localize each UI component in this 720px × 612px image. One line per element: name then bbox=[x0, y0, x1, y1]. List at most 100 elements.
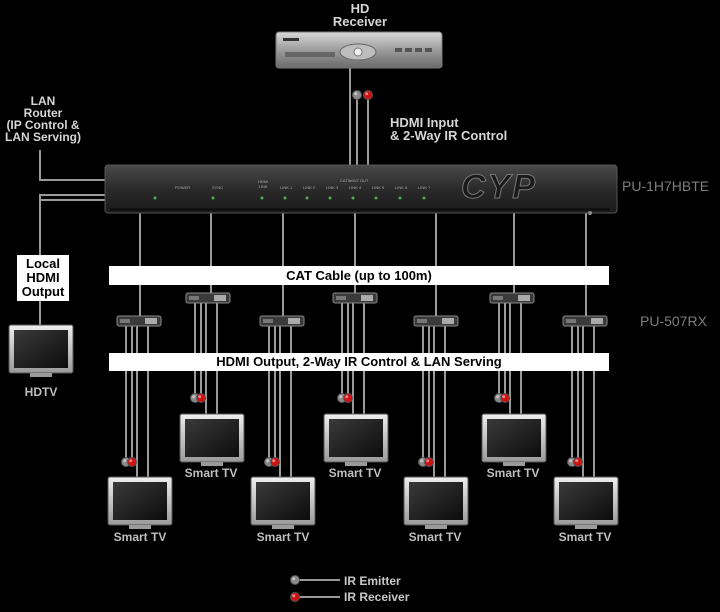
cat-cable-banner: CAT Cable (up to 100m) bbox=[109, 266, 609, 285]
transmitter-device bbox=[104, 164, 618, 214]
smart-tv-stand bbox=[345, 462, 367, 466]
hd-receiver-label-line1: HD bbox=[350, 1, 370, 16]
legend-ir-emitter-dot-highlight bbox=[292, 577, 296, 581]
smart-tv-screen bbox=[409, 482, 463, 520]
ir-receiver-dot bbox=[500, 393, 510, 403]
ir-receiver-dot-highlight bbox=[426, 459, 430, 463]
status-led bbox=[422, 196, 426, 200]
link-label-7: LINK 7 bbox=[418, 185, 431, 190]
cat-out-header: CAT5e/6/7 OUT bbox=[340, 178, 369, 183]
ir-receiver-dot-highlight bbox=[272, 459, 276, 463]
transmitter-base bbox=[110, 208, 610, 211]
hdmi-output-banner: HDMI Output, 2-Way IR Control & LAN Serv… bbox=[109, 353, 609, 371]
hd-receiver-label-line2: Receiver bbox=[332, 14, 388, 29]
hd-receiver-label: HD Receiver bbox=[330, 2, 390, 28]
ir-emitter-dot-highlight bbox=[496, 395, 500, 399]
smart-tv-screen bbox=[185, 419, 239, 457]
ir-emitter-dot-highlight bbox=[339, 395, 343, 399]
ir-receiver-dot-highlight bbox=[198, 395, 202, 399]
receiver-port bbox=[566, 319, 576, 323]
lan-cable bbox=[39, 150, 105, 181]
link-label-6: LINK 6 bbox=[395, 185, 408, 190]
smart-tv-stand bbox=[272, 525, 294, 529]
hd-receiver-button bbox=[405, 48, 412, 52]
ir-receiver-dot-highlight bbox=[129, 459, 133, 463]
ir-emitter-dot-highlight bbox=[192, 395, 196, 399]
ir-emitter-dot-highlight bbox=[123, 459, 127, 463]
ir-emitter-dot-highlight bbox=[569, 459, 573, 463]
hdmi-link-label-line2: LINK bbox=[258, 184, 268, 189]
receiver-port bbox=[336, 296, 346, 300]
hdmi-link-label: HDMI LINK bbox=[258, 179, 268, 189]
ir-emitter-dot-highlight bbox=[354, 92, 358, 96]
hdmi-link-label-line1: HDMI bbox=[258, 179, 269, 184]
ir-receiver-dot bbox=[363, 90, 373, 100]
legend-ir-receiver-dot-highlight bbox=[292, 594, 296, 598]
smart-tv-label: Smart TV bbox=[558, 530, 612, 544]
smart-tv-label: Smart TV bbox=[486, 466, 540, 480]
smart-tv-screen bbox=[256, 482, 310, 520]
local-output-line1: Local bbox=[26, 256, 60, 271]
lan-router-line3: (IP Control & bbox=[6, 118, 80, 132]
hd-receiver-slot bbox=[285, 52, 335, 57]
smart-tv-screen bbox=[113, 482, 167, 520]
hdtv-screen bbox=[14, 330, 68, 368]
receiver-port bbox=[120, 319, 130, 323]
transmitter-panel: POWER SYNC HDMI LINK CAT5e/6/7 OUT LINK … bbox=[105, 165, 617, 213]
smart-tv-label: Smart TV bbox=[328, 466, 382, 480]
legend: IR Emitter IR Receiver bbox=[290, 572, 490, 608]
lan-router-line4: LAN Serving) bbox=[4, 130, 81, 144]
receiver-port bbox=[263, 319, 273, 323]
ir-emitter-dot-highlight bbox=[420, 459, 424, 463]
status-led bbox=[283, 196, 287, 200]
smart-tv-label: Smart TV bbox=[113, 530, 167, 544]
smart-tv-stand bbox=[503, 462, 525, 466]
status-led bbox=[305, 196, 309, 200]
receiver-port bbox=[493, 296, 503, 300]
receiver-port bbox=[189, 296, 199, 300]
sync-label: SYNC bbox=[212, 185, 224, 190]
smart-tv-stand bbox=[425, 525, 447, 529]
receiver-model: PU-507RX bbox=[640, 313, 707, 329]
ir-emitter-dot bbox=[352, 90, 362, 100]
lan-cable bbox=[39, 194, 105, 200]
smart-tv-label: Smart TV bbox=[256, 530, 310, 544]
ir-receiver-dot bbox=[127, 457, 137, 467]
ir-receiver-dot-highlight bbox=[502, 395, 506, 399]
link-label-3: LINK 3 bbox=[326, 185, 339, 190]
ir-receiver-dot bbox=[424, 457, 434, 467]
smart-tv-screen bbox=[487, 419, 541, 457]
hdmi-input-line1: HDMI Input bbox=[390, 115, 459, 130]
ir-receiver-dot-highlight bbox=[345, 395, 349, 399]
receiver-port bbox=[518, 295, 530, 301]
legend-ir-receiver: IR Receiver bbox=[344, 590, 410, 604]
hdmi-input-line2: & 2-Way IR Control bbox=[390, 128, 508, 143]
receiver-port bbox=[288, 318, 300, 324]
ir-receiver-dot bbox=[573, 457, 583, 467]
smart-tv-stand bbox=[575, 525, 597, 529]
hd-receiver-button bbox=[395, 48, 402, 52]
status-led bbox=[398, 196, 402, 200]
lan-router-line1: LAN bbox=[30, 94, 56, 108]
smart-tv-stand bbox=[201, 462, 223, 466]
hd-receiver-dial-center bbox=[353, 47, 363, 57]
legend-ir-emitter: IR Emitter bbox=[344, 574, 401, 588]
status-led bbox=[374, 196, 378, 200]
status-led bbox=[211, 196, 215, 200]
receiver-port bbox=[145, 318, 157, 324]
hd-receiver-button bbox=[425, 48, 432, 52]
hdmi-input-label: HDMI Input & 2-Way IR Control bbox=[390, 116, 507, 142]
ir-receiver-dot-highlight bbox=[365, 92, 369, 96]
smart-tv-label: Smart TV bbox=[408, 530, 462, 544]
power-label: POWER bbox=[175, 185, 191, 190]
ir-receiver-dot bbox=[270, 457, 280, 467]
ir-receiver-dot bbox=[196, 393, 206, 403]
ir-emitter-dot-highlight bbox=[266, 459, 270, 463]
receiver-port bbox=[591, 318, 603, 324]
link-label-1: LINK 1 bbox=[280, 185, 293, 190]
smart-tv-screen bbox=[329, 419, 383, 457]
link-label-2: LINK 2 bbox=[303, 185, 316, 190]
local-output-line3: Output bbox=[21, 284, 65, 299]
hd-receiver-display bbox=[283, 38, 299, 41]
ir-receiver-dot bbox=[343, 393, 353, 403]
